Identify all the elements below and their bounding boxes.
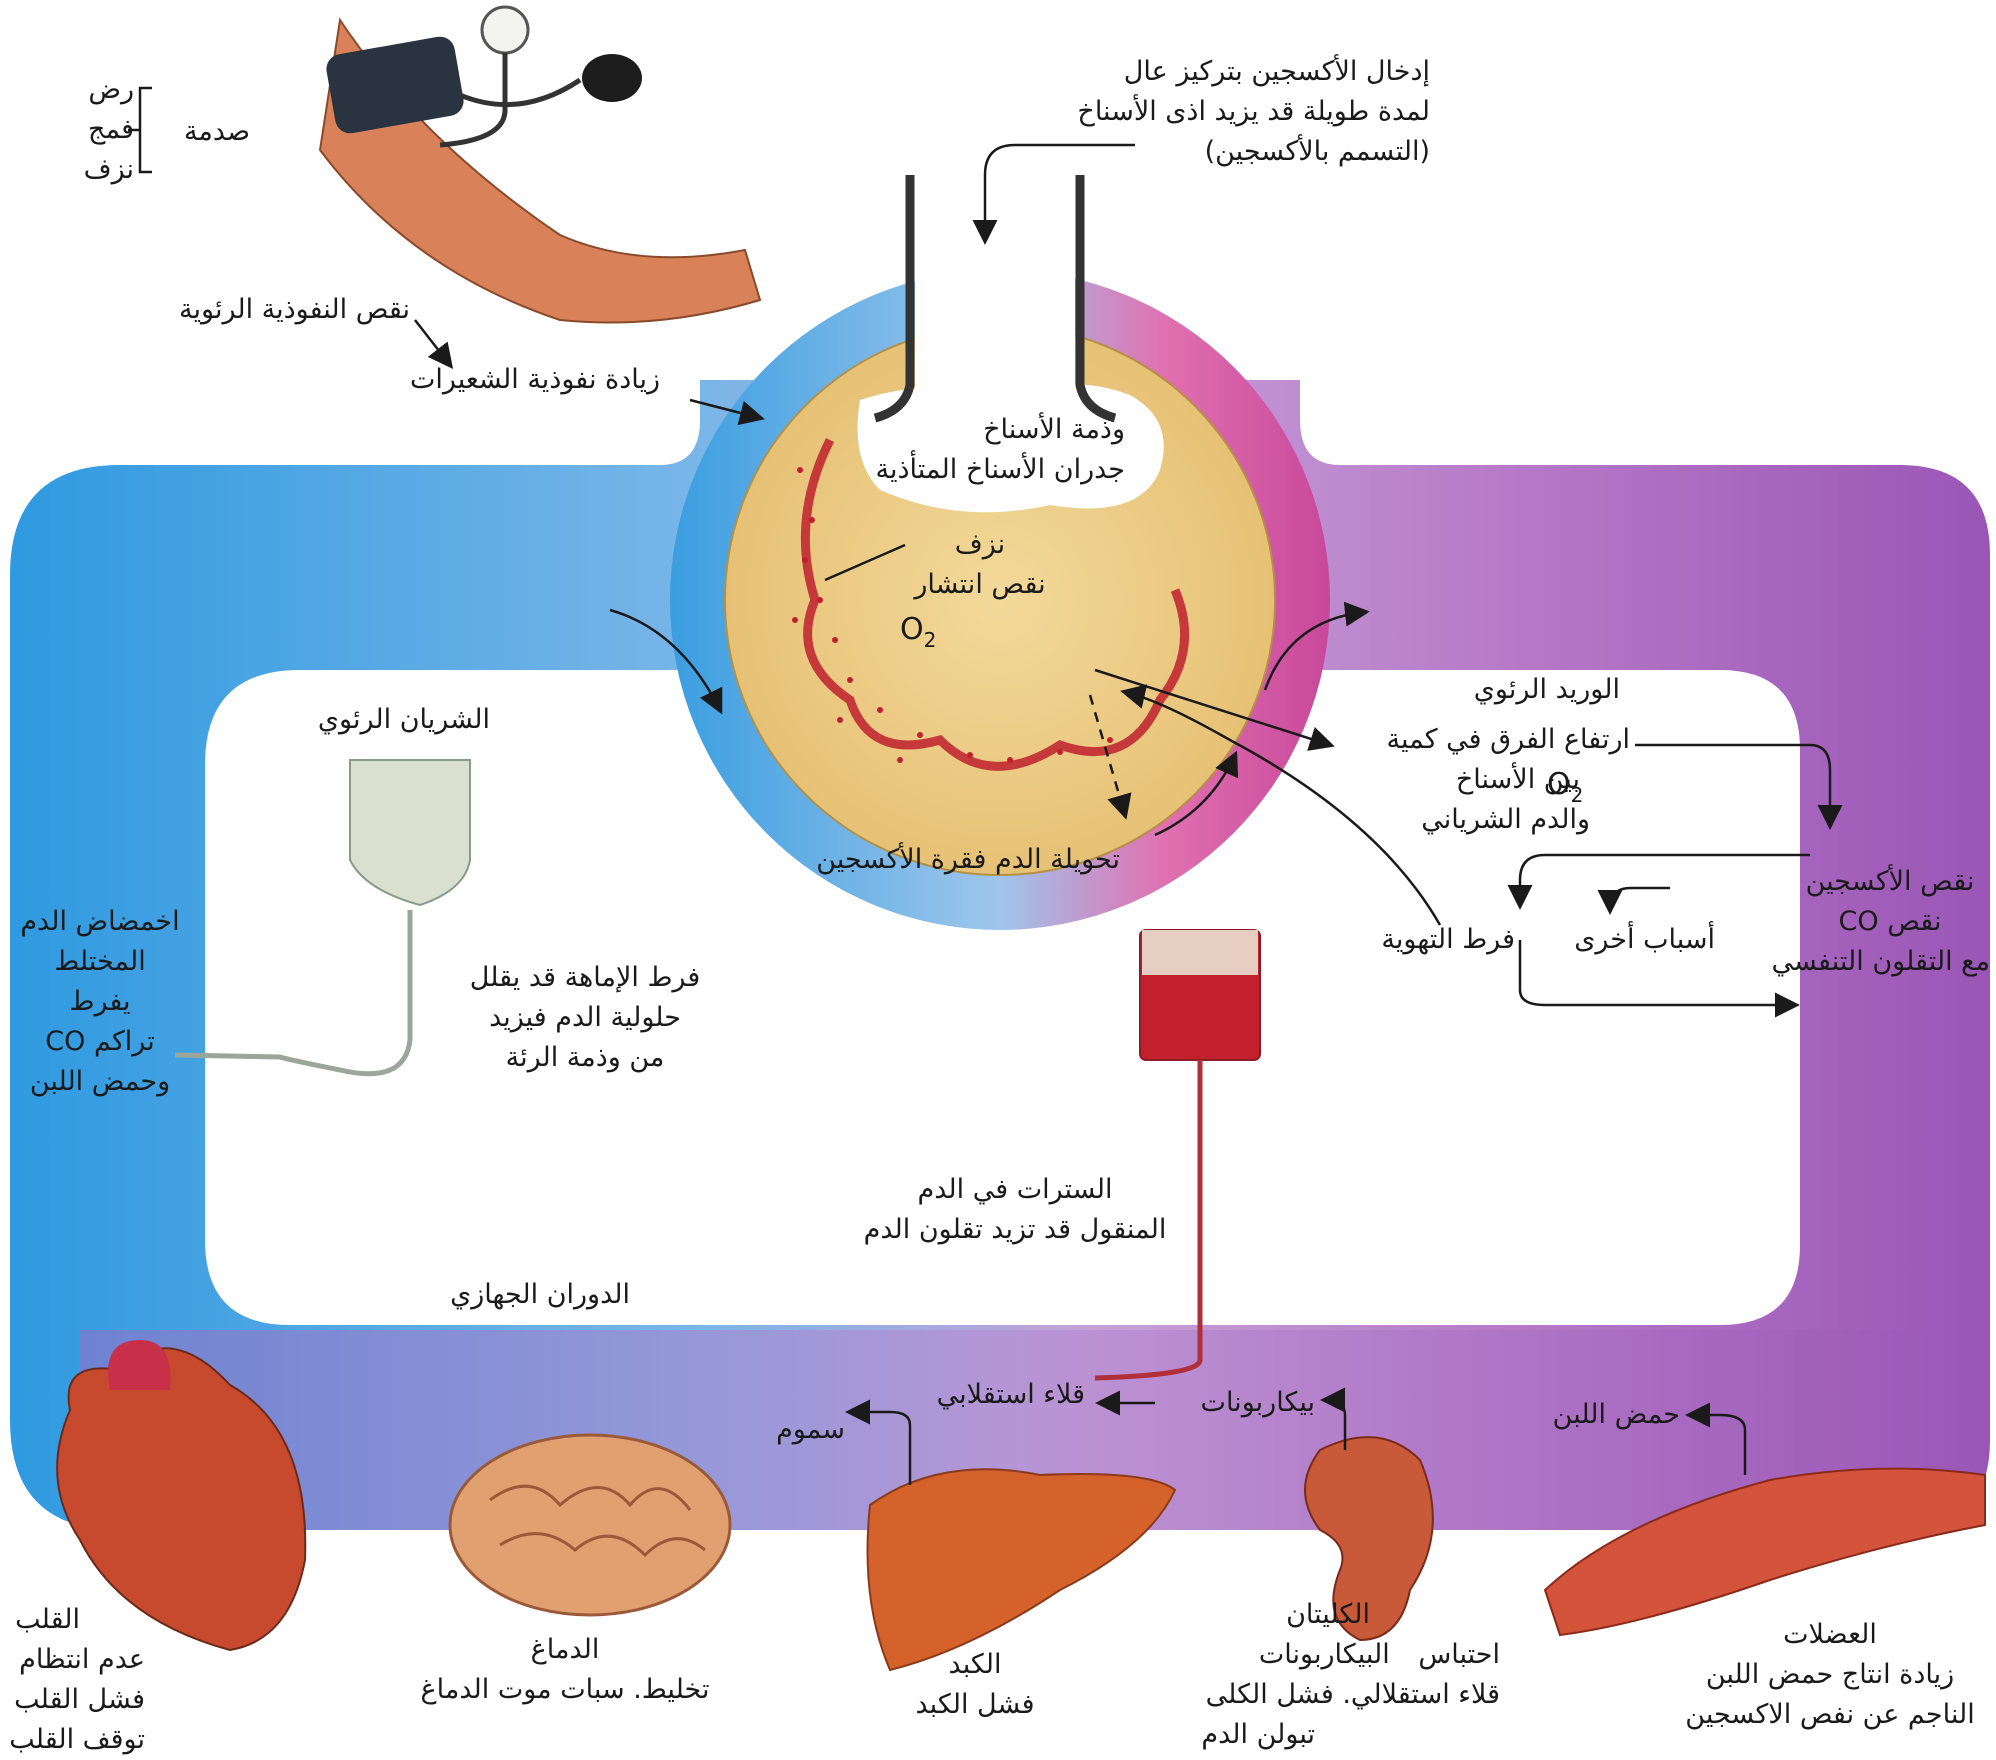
infusion-note: فرط الإماهة قد يقلل حلولية الدم فيزيد من… <box>469 962 701 1073</box>
shock-cause: فمج <box>88 114 134 145</box>
liver-shape <box>866 1468 1177 1672</box>
shock-causes: رض فمج نزف <box>72 70 134 190</box>
arrow-oxygen-therapy <box>972 143 1135 245</box>
alveolus-o2-label: O2 <box>900 612 937 652</box>
alveolus <box>670 175 1330 930</box>
shock-cause: نزف <box>83 154 134 185</box>
hyperventilation-label: فرط التهوية <box>1381 924 1515 955</box>
metabolic-alkalosis-label: قلاء استقلابي <box>936 1379 1085 1410</box>
arrow-hyperventilation-to-alveolus <box>1120 684 1442 926</box>
blood-bag-top <box>1142 930 1258 975</box>
bp-tubing <box>439 53 582 148</box>
liver-illustration <box>866 1468 1177 1672</box>
brain-notes: الدماغ تخليط. سبات موت الدماغ <box>420 1634 710 1705</box>
saline-bag <box>174 759 471 1077</box>
arrow-toxins <box>845 1399 912 1485</box>
arrow-venous-in <box>609 608 723 715</box>
other-causes-label: أسباب أخرى <box>1574 924 1715 955</box>
aorta-shape <box>108 1340 171 1390</box>
decreased-permeability-label: نقص النفوذية الرئوية <box>179 294 410 325</box>
saline-tube <box>174 910 413 1077</box>
brain-shape <box>448 1433 732 1617</box>
bronchus <box>873 175 1117 423</box>
bicarbonate-label: بيكاربونات <box>1200 1387 1315 1418</box>
arrow-arterial-out <box>1263 601 1370 691</box>
muscle-illustration <box>1543 1467 1986 1637</box>
pulmonary-vein-label: الوريد الرئوي <box>1473 674 1620 705</box>
arrow-capillary-in <box>689 398 765 426</box>
circulation-tube <box>10 380 1990 1530</box>
hemorrhage-dots <box>792 467 1113 763</box>
liver-notes: الكبد فشل الكبد <box>915 1649 1035 1720</box>
hemorrhage-diffusion-label: نزف نقص انتشار <box>914 529 1046 600</box>
hypoxia-box: نقص الأكسجين نقص CO مع التقلون التنفسي <box>1771 866 1990 977</box>
arrow-lactic <box>1685 1402 1747 1475</box>
lactic-acid-label: حمض اللبن <box>1552 1399 1680 1430</box>
bp-cuff-illustration <box>318 5 762 324</box>
airway-lumen <box>915 175 1075 415</box>
arrow-hemorrhage-pointer <box>824 543 906 582</box>
heart-notes: القلب عدم انتظام فشل القلب توقف القلب <box>9 1604 145 1755</box>
arrow-hyperventilation-to-hypoxia <box>1518 940 1800 1018</box>
muscle-shape <box>1543 1467 1986 1637</box>
systemic-circulation-label: الدوران الجهازي <box>450 1279 630 1310</box>
arrows <box>128 86 1843 1485</box>
muscle-notes: العضلات زيادة انتاج حمض اللبن الناجم عن … <box>1685 1619 1975 1730</box>
shock-label: صدمة <box>183 116 250 147</box>
citrate-note: السترات في الدم المنقول قد تزيد تقلون ال… <box>863 1174 1167 1245</box>
mixed-blood-acidosis: اخمضاض الدم المختلط يفرط تراكم CO وحمض ا… <box>20 906 180 1097</box>
kidney-illustration <box>1304 1436 1434 1642</box>
oxygen-therapy-note: إدخال الأكسجين بتركيز عال لمدة طويلة قد … <box>1077 56 1430 167</box>
kidney-notes: الكليتان احتباس البيكاربونات قلاء استقلا… <box>1201 1599 1500 1750</box>
arm-shape <box>318 17 762 324</box>
arrow-shunt <box>1154 750 1239 837</box>
brain-folds <box>489 1484 706 1558</box>
arrow-other-causes <box>1597 886 1670 915</box>
shunt-label: تحويلة الدم فقرة الأكسجين <box>816 844 1120 875</box>
saline-bag-body <box>349 759 471 907</box>
damaged-alveolar-wall <box>800 437 1190 771</box>
o2-difference-symbol: O2 <box>1547 767 1584 807</box>
blood-bag <box>1094 929 1261 1381</box>
arrow-bicarbonate <box>1320 1387 1347 1450</box>
bp-gauge <box>480 5 530 55</box>
arrow-diffusion <box>1094 668 1335 751</box>
bp-bulb <box>582 54 642 102</box>
brain-illustration <box>448 1433 732 1617</box>
arrow-hypoxia-to-hyperventilation <box>1507 853 1810 910</box>
bronchus-wall-left <box>873 175 915 423</box>
arrow-permeability <box>414 319 454 369</box>
bronchus-wall-right <box>1075 175 1117 423</box>
shock-bracket <box>128 86 152 174</box>
alveolar-edema-label: وذمة الأسناخ جدران الأسناخ المتأذية <box>875 414 1125 485</box>
kidney-shape <box>1304 1436 1434 1642</box>
shock-cause: رض <box>88 74 134 105</box>
heart-illustration <box>56 1340 307 1652</box>
arrow-o2-diff <box>1635 743 1843 830</box>
pulmonary-artery-label: الشريان الرئوي <box>317 704 490 735</box>
toxins-label: سموم <box>776 1414 845 1445</box>
bp-cuff <box>326 36 464 134</box>
increased-permeability-label: زيادة نفوذية الشعيرات <box>409 364 660 395</box>
blood-tube <box>1094 1060 1203 1381</box>
o2-difference-label: ارتفاع الفرق في كمية بين الأسناخ والدم ا… <box>1386 724 1630 835</box>
arrow-shunt-dashed <box>1088 694 1132 820</box>
alveolar-edema-space <box>857 383 1164 513</box>
